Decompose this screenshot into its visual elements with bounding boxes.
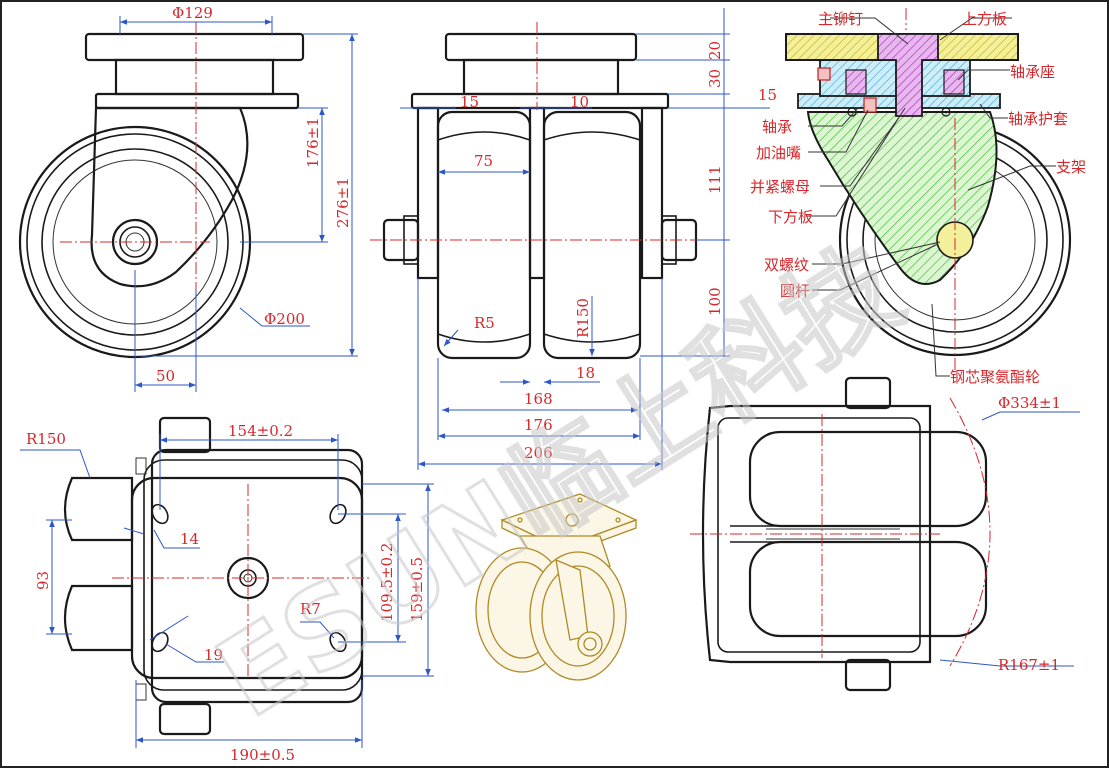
front-dia-129: Φ129: [172, 4, 213, 22]
top-190: 190±0.5: [230, 746, 295, 764]
top-hole-14: 14: [180, 530, 199, 548]
side-15-right: 15: [758, 86, 777, 104]
top-109-5: 109.5±0.2: [378, 543, 396, 622]
side-wheel-75: 75: [474, 152, 493, 170]
label-lower-plate: 下方板: [768, 208, 813, 226]
front-offset-50: 50: [156, 367, 175, 385]
front-view: [18, 16, 358, 392]
label-double-thread: 双螺纹: [764, 256, 809, 274]
end-view: [690, 376, 1080, 692]
top-r7: R7: [300, 600, 321, 618]
end-dia-334: Φ334±1: [998, 394, 1061, 412]
label-bracket: 支架: [1056, 158, 1086, 176]
isometric-view: [475, 493, 638, 681]
section-view: [785, 8, 1072, 377]
side-mount-30: 30: [706, 69, 724, 88]
side-15-left: 15: [460, 93, 479, 111]
side-176: 176: [524, 416, 553, 434]
front-dia-200: Φ200: [264, 310, 305, 328]
top-19: 19: [204, 646, 223, 664]
side-view: [370, 8, 770, 470]
front-height-276: 276±1: [334, 177, 352, 228]
side-206: 206: [524, 444, 553, 462]
end-r167: R167±1: [998, 656, 1060, 674]
label-round-rod: 圆杆: [780, 282, 810, 300]
label-bearing-seat: 轴承座: [1010, 63, 1055, 81]
top-view: [20, 416, 434, 748]
front-height-176: 176±1: [304, 117, 322, 168]
label-bearing: 轴承: [762, 118, 792, 136]
side-r150: R150: [574, 298, 592, 338]
side-111: 111: [706, 165, 724, 194]
side-r5: R5: [474, 314, 495, 332]
label-upper-plate: 上方板: [962, 10, 1007, 28]
side-18: 18: [576, 364, 595, 382]
label-lock-nut: 并紧螺母: [750, 178, 810, 196]
top-93: 93: [34, 571, 52, 590]
label-main-rivet: 主铆钉: [818, 10, 863, 28]
side-top-20: 20: [706, 41, 724, 60]
top-154: 154±0.2: [228, 422, 293, 440]
top-r150: R150: [26, 430, 66, 448]
label-bearing-sleeve: 轴承护套: [1008, 110, 1068, 128]
top-159: 159±0.5: [408, 557, 426, 622]
label-pu-wheel: 钢芯聚氨酯轮: [950, 368, 1040, 386]
side-10: 10: [570, 93, 589, 111]
side-168: 168: [524, 390, 553, 408]
label-grease-nipple: 加油嘴: [756, 144, 801, 162]
side-100: 100: [706, 287, 724, 316]
